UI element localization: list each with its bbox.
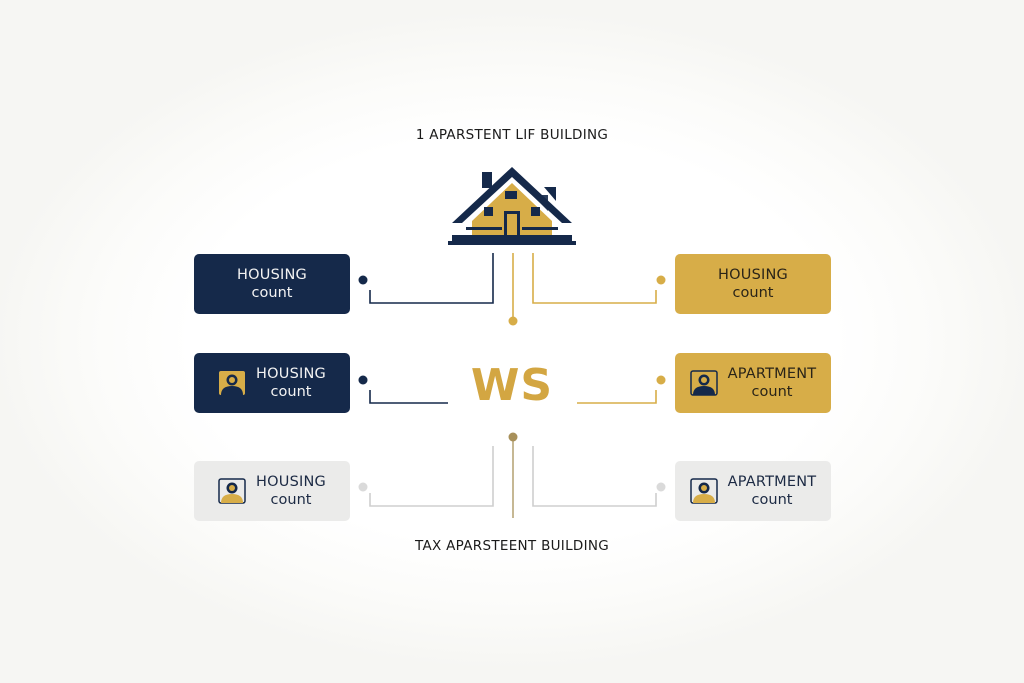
right-card-3-sublabel: count — [751, 492, 793, 508]
right-card-1-sublabel: count — [732, 285, 774, 301]
left-card-1-text: HOUSING count — [237, 266, 307, 302]
node-right-row1 — [656, 275, 666, 285]
left-card-2-label: HOUSING — [256, 366, 326, 382]
person-icon — [689, 478, 718, 504]
connector-left-row2 — [369, 390, 448, 404]
right-card-1[interactable]: HOUSING count — [675, 254, 831, 314]
left-card-1-sublabel: count — [251, 285, 293, 301]
left-card-1[interactable]: HOUSING count — [194, 254, 350, 314]
left-card-2[interactable]: HOUSING count — [194, 353, 350, 413]
left-card-3-label: HOUSING — [256, 474, 326, 490]
right-card-2[interactable]: APARTMENT count — [675, 353, 831, 413]
right-card-2-text: APARTMENT count — [728, 365, 817, 401]
connector-right-row2 — [577, 390, 657, 404]
node-center-bottom — [508, 432, 518, 442]
connector-left-row1 — [369, 253, 494, 304]
left-card-2-sublabel: count — [270, 384, 312, 400]
left-card-3-sublabel: count — [270, 492, 312, 508]
right-card-3[interactable]: APARTMENT count — [675, 461, 831, 521]
right-card-3-label: APARTMENT — [727, 474, 817, 490]
node-center-top — [508, 316, 518, 326]
left-card-2-text: HOUSING count — [256, 365, 326, 401]
right-card-3-text: APARTMENT count — [728, 473, 817, 509]
person-icon — [689, 370, 718, 396]
node-left-row2 — [358, 375, 368, 385]
left-card-3-text: HOUSING count — [256, 473, 326, 509]
connector-right-row3 — [532, 446, 657, 507]
right-card-1-text: HOUSING count — [718, 266, 788, 302]
left-card-3[interactable]: HOUSING count — [194, 461, 350, 521]
right-card-2-sublabel: count — [751, 384, 793, 400]
person-icon — [218, 478, 246, 504]
house-icon — [448, 167, 576, 245]
node-left-row1 — [358, 275, 368, 285]
connector-right-row1 — [532, 253, 657, 304]
connector-left-row3 — [369, 446, 494, 507]
person-icon — [219, 371, 246, 395]
node-right-row3 — [656, 482, 666, 492]
node-right-row2 — [656, 375, 666, 385]
node-left-row3 — [358, 482, 368, 492]
diagram-title-bottom: TAX APARSTEENT BUILDING — [414, 538, 610, 554]
right-card-2-label: APARTMENT — [727, 366, 817, 382]
center-label: WS — [470, 360, 554, 411]
diagram-title-top: 1 APARSTENT LIF BUILDING — [415, 127, 609, 143]
right-card-1-label: HOUSING — [718, 267, 788, 283]
left-card-1-label: HOUSING — [237, 267, 307, 283]
